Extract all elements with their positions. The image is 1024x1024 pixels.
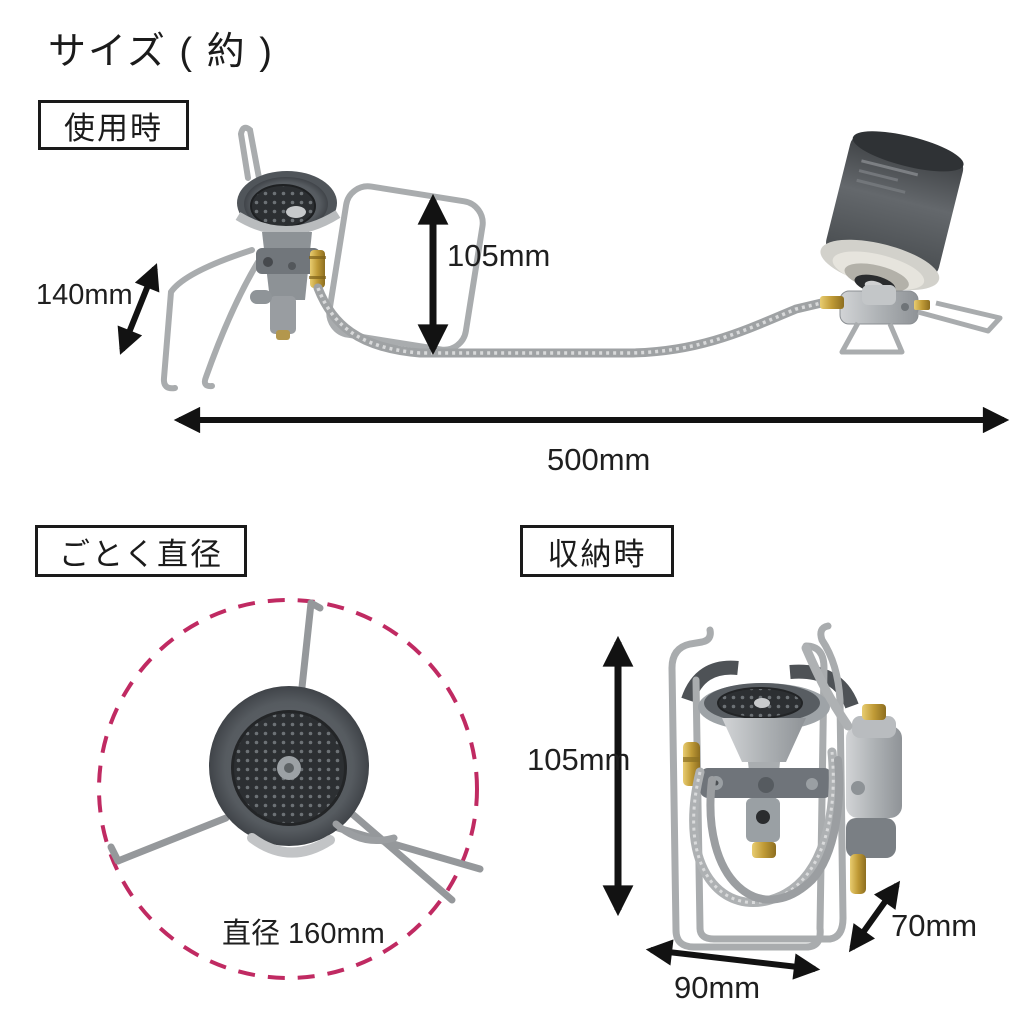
dim-label-diameter-160mm: 直径 160mm bbox=[222, 918, 385, 950]
arrow-140mm bbox=[117, 263, 160, 355]
trivet-top-view-illustration bbox=[97, 598, 484, 980]
arrow-90mm bbox=[645, 939, 821, 980]
stove-in-use-illustration bbox=[160, 124, 835, 392]
trivet-label-text: ごとく直径 bbox=[58, 536, 224, 572]
canister-stand-wires bbox=[839, 300, 1003, 355]
stored-label-text: 収納時 bbox=[547, 536, 647, 572]
page-title: サイズ ( 約 ) bbox=[48, 31, 274, 73]
folded-burner-head bbox=[698, 683, 830, 800]
folded-legs bbox=[668, 622, 847, 951]
in-use-label-text: 使用時 bbox=[64, 110, 163, 146]
trivet-dashed-circle bbox=[97, 598, 479, 980]
stove-folded-illustration bbox=[668, 622, 902, 951]
dim-label-140mm: 140mm bbox=[36, 279, 133, 311]
folded-body bbox=[683, 742, 832, 858]
regulator-valve bbox=[820, 285, 930, 325]
dimension-arrows bbox=[117, 193, 1010, 980]
needle-valve-brass bbox=[309, 250, 326, 288]
gas-canister-illustration bbox=[820, 131, 1003, 355]
folded-support-left bbox=[681, 660, 739, 703]
burner-head bbox=[235, 171, 341, 235]
burner-top-view bbox=[209, 686, 398, 858]
section-label-trivet-diameter: ごとく直径 bbox=[35, 525, 247, 577]
fuel-hose bbox=[313, 283, 835, 358]
folded-regulator bbox=[846, 704, 902, 894]
dim-label-500mm: 500mm bbox=[547, 442, 651, 477]
folded-support-right bbox=[789, 664, 859, 709]
dim-label-90mm: 90mm bbox=[674, 970, 761, 1005]
dim-label-70mm: 70mm bbox=[891, 908, 978, 943]
dim-label-105mm-stored: 105mm bbox=[527, 742, 631, 777]
dim-label-105mm-in-use: 105mm bbox=[447, 238, 551, 273]
section-label-in-use: 使用時 bbox=[38, 100, 189, 150]
folded-hose bbox=[689, 643, 853, 907]
arrow-70mm bbox=[848, 880, 901, 953]
stove-body bbox=[250, 232, 320, 340]
section-label-stored: 収納時 bbox=[520, 525, 674, 577]
